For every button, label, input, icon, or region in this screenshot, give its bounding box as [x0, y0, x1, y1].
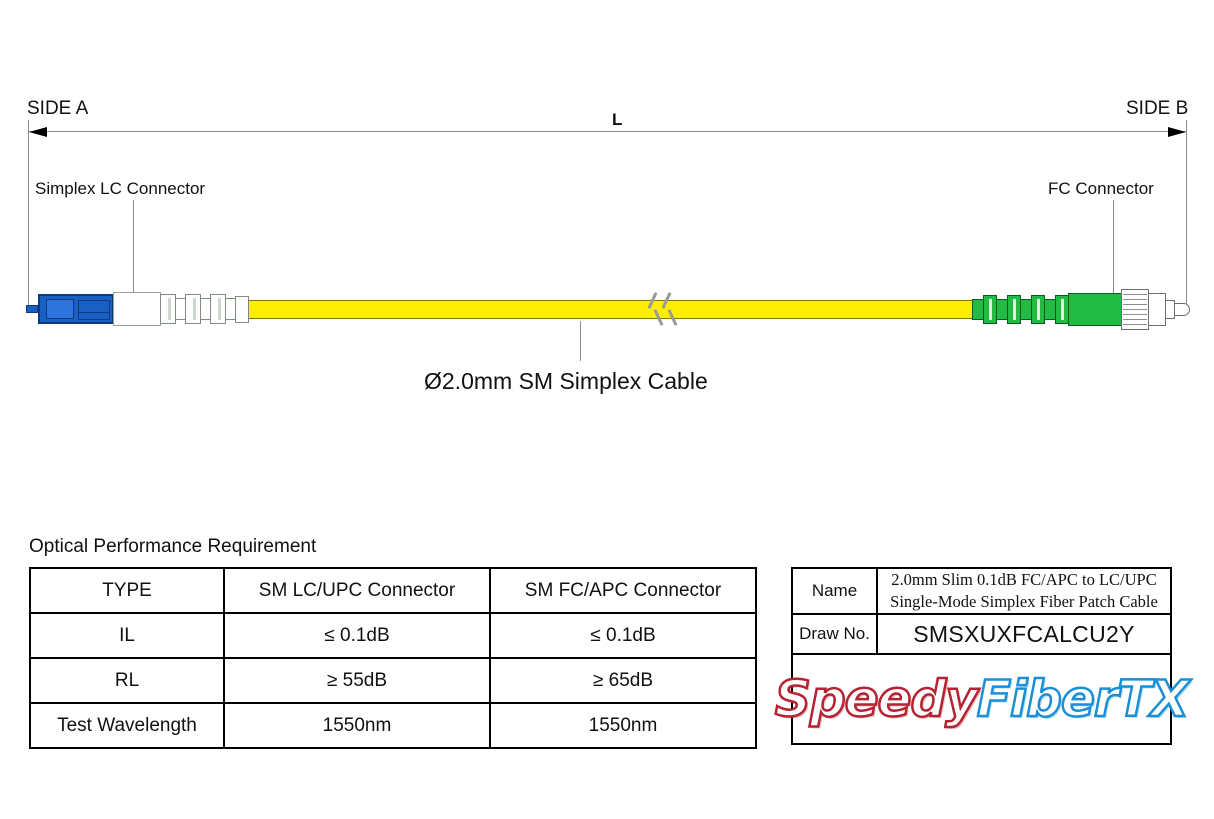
dimension-arrow-right-icon [1168, 127, 1186, 137]
lc-ferrule [26, 305, 38, 313]
table-row: RL ≥ 55dB ≥ 65dB [29, 657, 757, 704]
dimension-arrow-left-icon [29, 127, 47, 137]
brand-logo-fibertx: FiberTX [976, 670, 1191, 728]
draw-no-value: SMSXUXFCALCU2Y [876, 613, 1172, 655]
fc-connector-shell [1148, 293, 1166, 326]
row-rl-lc-upc: ≥ 55dB [223, 657, 491, 704]
fc-nut-rib [1123, 304, 1147, 305]
lc-boot-rib [218, 298, 221, 320]
brand-logo-speedy: Speedy [774, 670, 980, 728]
row-il-fc-apc: ≤ 0.1dB [489, 612, 757, 659]
fc-boot-rib [1037, 299, 1040, 320]
row-rl-type: RL [29, 657, 225, 704]
lc-latch-base [78, 312, 110, 320]
side-b-label: SIDE B [1126, 98, 1189, 119]
row-wavelength-type: Test Wavelength [29, 702, 225, 749]
lc-boot-rib [168, 298, 171, 320]
length-dimension-label: L [612, 110, 623, 129]
lc-connector-body-inner [46, 299, 74, 319]
performance-section-title: Optical Performance Requirement [29, 536, 317, 557]
fc-nut-rib [1123, 294, 1147, 295]
header-lc-upc: SM LC/UPC Connector [223, 567, 491, 614]
cable-caption: Ø2.0mm SM Simplex Cable [424, 368, 708, 394]
fc-boot-rib [1013, 299, 1016, 320]
row-il-type: IL [29, 612, 225, 659]
fc-connector-body [1068, 293, 1122, 326]
table-header-row: TYPE SM LC/UPC Connector SM FC/APC Conne… [29, 567, 757, 614]
fc-boot-rib [1061, 299, 1064, 320]
fc-nut-rib [1123, 314, 1147, 315]
connector-b-label: FC Connector [1048, 179, 1154, 198]
table-row: IL ≤ 0.1dB ≤ 0.1dB [29, 612, 757, 659]
fc-nut-rib [1123, 324, 1147, 325]
row-wavelength-lc-upc: 1550nm [223, 702, 491, 749]
optical-performance-table: TYPE SM LC/UPC Connector SM FC/APC Conne… [29, 567, 757, 749]
connector-a-label: Simplex LC Connector [35, 179, 206, 198]
row-rl-fc-apc: ≥ 65dB [489, 657, 757, 704]
name-key: Name [791, 567, 878, 615]
row-il-lc-upc: ≤ 0.1dB [223, 612, 491, 659]
table-row: Test Wavelength 1550nm 1550nm [29, 702, 757, 749]
row-wavelength-fc-apc: 1550nm [489, 702, 757, 749]
dimension-line [28, 131, 1186, 132]
draw-no-key: Draw No. [791, 613, 878, 655]
header-type: TYPE [29, 567, 225, 614]
fc-nut-rib [1123, 309, 1147, 310]
fiber-cable-jacket [246, 300, 986, 319]
extension-line-left [28, 120, 29, 310]
extension-line-right [1186, 120, 1187, 310]
name-value-line-1: 2.0mm Slim 0.1dB FC/APC to LC/UPC [891, 570, 1157, 589]
leader-line-cable-caption [580, 321, 581, 361]
lc-connector-housing [113, 292, 161, 326]
side-a-label: SIDE A [27, 98, 89, 119]
fc-ferrule-tip [1174, 303, 1190, 316]
lc-boot-rib [193, 298, 196, 320]
name-value-line-2: Single-Mode Simplex Fiber Patch Cable [890, 592, 1158, 611]
fc-nut-rib [1123, 299, 1147, 300]
title-block: Name 2.0mm Slim 0.1dB FC/APC to LC/UPC S… [774, 567, 1191, 745]
fc-nut-rib [1123, 319, 1147, 320]
name-value: 2.0mm Slim 0.1dB FC/APC to LC/UPC Single… [876, 567, 1172, 615]
title-block-name-row: Name 2.0mm Slim 0.1dB FC/APC to LC/UPC S… [791, 567, 1172, 615]
lc-boot-segment [235, 296, 249, 323]
leader-line-connector-b [1113, 200, 1114, 306]
fc-boot-rib [989, 299, 992, 320]
title-block-drawno-row: Draw No. SMSXUXFCALCU2Y [791, 613, 1172, 655]
leader-line-connector-a [133, 200, 134, 306]
header-fc-apc: SM FC/APC Connector [489, 567, 757, 614]
